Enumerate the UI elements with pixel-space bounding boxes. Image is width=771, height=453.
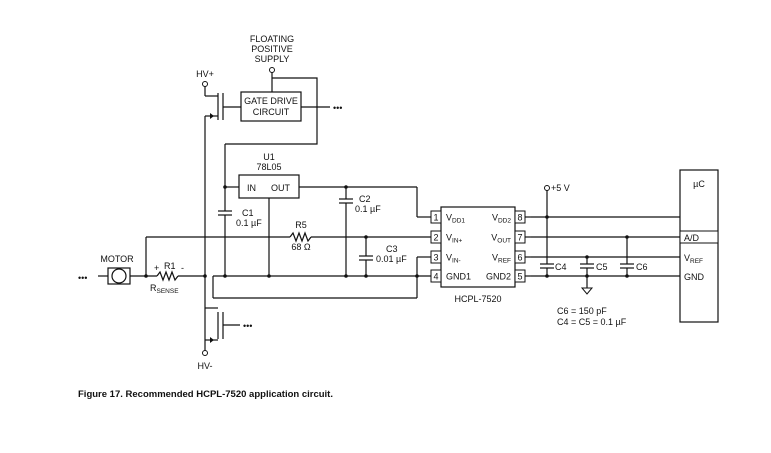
left-pin-number: 4 xyxy=(433,272,438,282)
right-pin-name: VDD2 xyxy=(492,213,511,225)
rsense-plus-label: + xyxy=(154,263,159,273)
floating-supply-label-2: POSITIVE xyxy=(251,44,293,54)
c5-label: C5 xyxy=(596,262,608,272)
left-pin-name: VDD1 xyxy=(446,213,465,225)
floating-supply-label-1: FLOATING xyxy=(250,34,294,44)
supply-5v-label: +5 V xyxy=(551,183,570,193)
chip-label: HCPL-7520 xyxy=(454,294,501,304)
hv-minus-label: HV- xyxy=(197,361,212,371)
c4-label: C4 xyxy=(555,262,567,272)
left-pin-group: 1 VDD1 2 VIN+ 3 VIN- 4 GND1 xyxy=(430,210,471,283)
left-pin-number: 1 xyxy=(433,213,438,223)
uc-gnd-label: GND xyxy=(684,272,705,282)
left-pin-number: 2 xyxy=(433,233,438,243)
left-pin-name: VIN- xyxy=(446,253,461,265)
motor-icon xyxy=(111,268,127,284)
gate-drive-label-1: GATE DRIVE xyxy=(244,96,298,106)
c1-label: C1 xyxy=(242,208,254,218)
right-pin-number: 6 xyxy=(517,253,522,263)
left-pin-number: 3 xyxy=(433,253,438,263)
left-pin-box xyxy=(430,250,442,264)
c3-label: C3 xyxy=(386,244,398,254)
c6-label: C6 xyxy=(636,262,648,272)
right-pin-number: 5 xyxy=(517,272,522,282)
r5-value: 68 Ω xyxy=(291,242,311,252)
left-pin-name: VIN+ xyxy=(446,233,463,245)
hv-minus-terminal xyxy=(202,350,208,356)
hv-plus-terminal xyxy=(202,81,208,87)
bottom-gate-continuation-dots: ••• xyxy=(243,321,252,331)
right-pin-name: VREF xyxy=(492,253,511,265)
right-pin-number: 8 xyxy=(517,213,522,223)
floating-supply-label-3: SUPPLY xyxy=(255,54,290,64)
gate-drive-continuation-dots: ••• xyxy=(333,103,342,113)
right-pin-name: GND2 xyxy=(486,272,511,282)
right-pin-name: VOUT xyxy=(491,233,511,245)
motor-left-dots: ••• xyxy=(78,273,87,283)
c2-value: 0.1 µF xyxy=(355,204,381,214)
right-pin-number: 7 xyxy=(517,233,522,243)
r5-label: R5 xyxy=(295,220,307,230)
left-pin-box xyxy=(430,269,442,283)
ground-symbol xyxy=(580,287,594,295)
note-c4-c5: C4 = C5 = 0.1 µF xyxy=(557,317,627,327)
microcontroller-box xyxy=(679,169,719,323)
motor-label: MOTOR xyxy=(100,254,134,264)
figure-caption: Figure 17. Recommended HCPL-7520 applica… xyxy=(78,389,333,400)
uc-label: µC xyxy=(693,179,705,189)
supply-5v-terminal xyxy=(544,185,550,191)
u1-label: U1 xyxy=(263,152,275,162)
note-c6: C6 = 150 pF xyxy=(557,306,607,316)
left-pin-name: GND1 xyxy=(446,272,471,282)
ad-label: A/D xyxy=(684,233,700,243)
rsense-label: RSENSE xyxy=(150,283,179,295)
r1-sense-resistor xyxy=(156,270,179,282)
r5-resistor xyxy=(289,231,312,243)
gate-drive-label-2: CIRCUIT xyxy=(253,107,290,117)
right-pin-group: 8 VDD2 7 VOUT 6 VREF 5 GND2 xyxy=(486,210,531,283)
ad-input-box xyxy=(679,230,719,244)
hv-plus-label: HV+ xyxy=(196,69,214,79)
left-pin-box xyxy=(430,230,442,244)
r1-label: R1 xyxy=(164,261,176,271)
junction-dots xyxy=(144,185,629,278)
u1-out-label: OUT xyxy=(271,183,291,193)
uc-vref-label: VREF xyxy=(684,253,703,265)
c3-value: 0.01 µF xyxy=(376,254,407,264)
u1-part-label: 78L05 xyxy=(256,162,281,172)
floating-supply-terminal xyxy=(269,67,275,73)
c1-value: 0.1 µF xyxy=(236,218,262,228)
left-pin-box xyxy=(430,210,442,224)
u1-in-label: IN xyxy=(247,183,256,193)
c2-label: C2 xyxy=(359,194,371,204)
hcpl-7520-chip xyxy=(440,206,516,288)
rsense-minus-label: - xyxy=(181,263,184,273)
